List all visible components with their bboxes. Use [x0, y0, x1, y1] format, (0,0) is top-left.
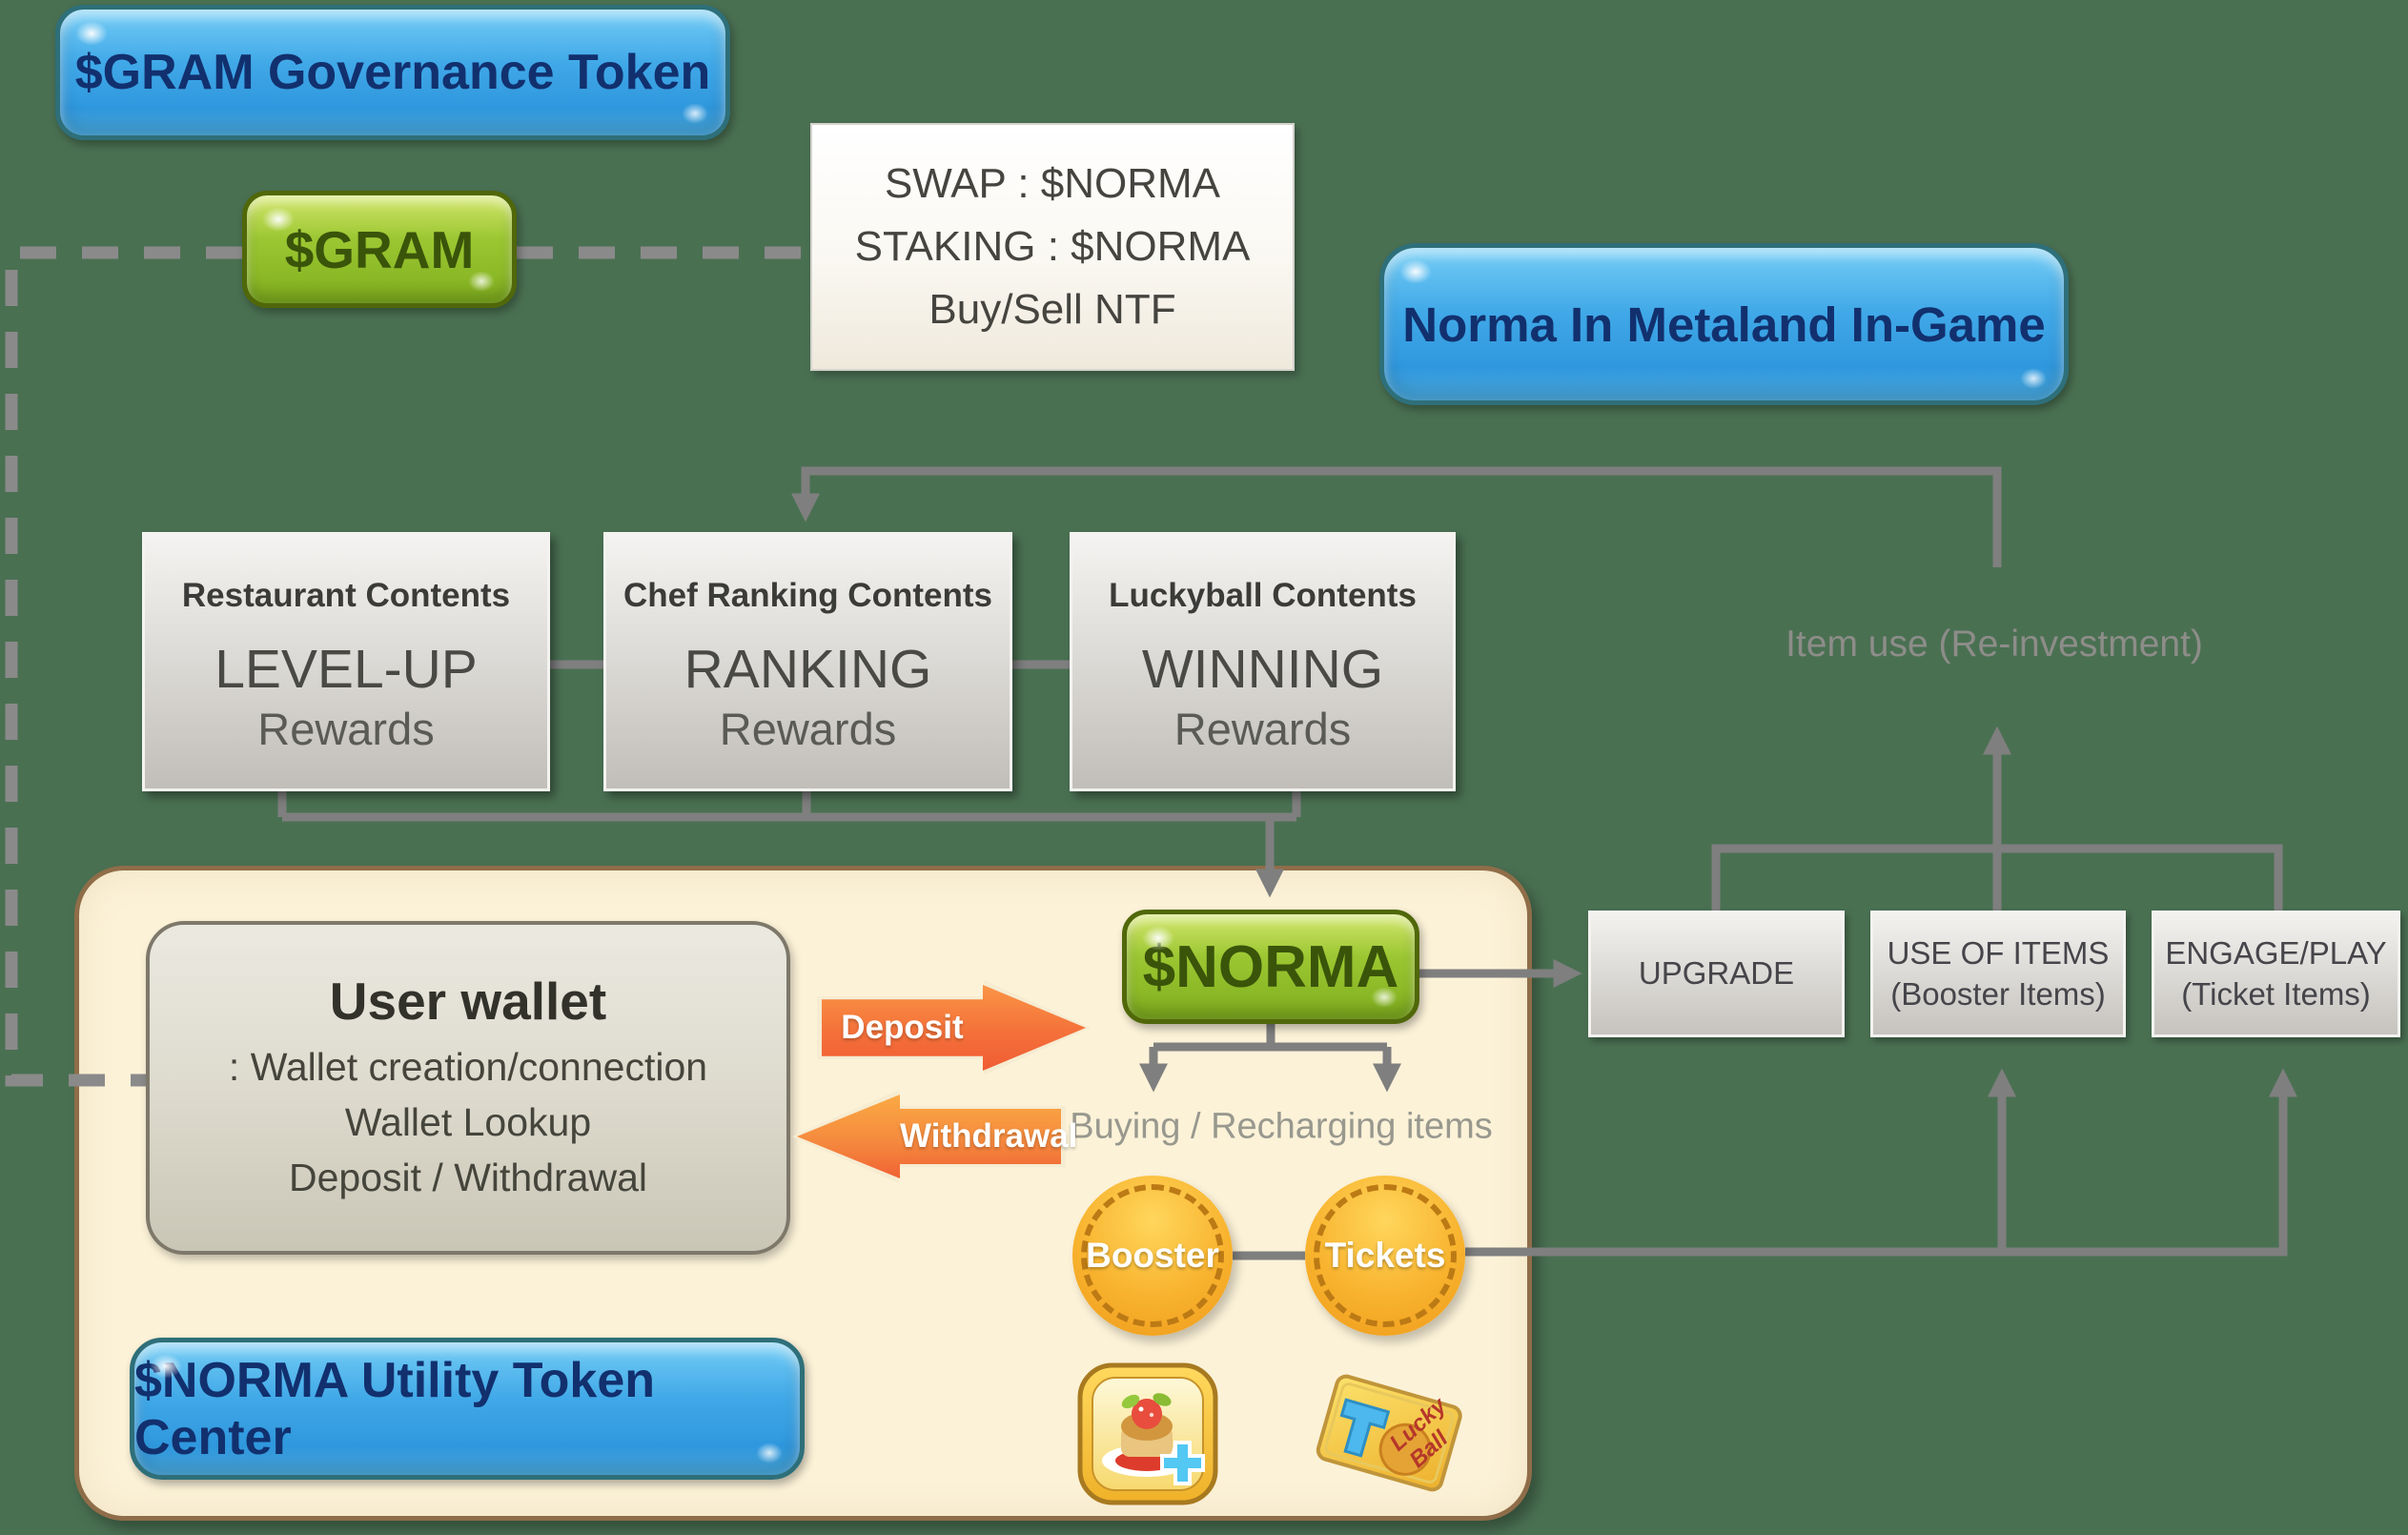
- buy-sell-line: Buy/Sell NTF: [929, 286, 1176, 333]
- norma-in-metaland-label: Norma In Metaland In-Game: [1402, 297, 2046, 352]
- deposit-arrow: Deposit: [817, 980, 1091, 1075]
- swap-line: SWAP : $NORMA: [884, 160, 1221, 207]
- chef-reward-type: RANKING: [684, 639, 932, 700]
- user-wallet-title: User wallet: [329, 971, 607, 1031]
- wallet-lookup-line: Wallet Lookup: [344, 1099, 592, 1144]
- withdrawal-label: Withdrawal: [900, 1117, 1078, 1155]
- gram-governance-token-label: $GRAM Governance Token: [74, 45, 711, 100]
- gram-token-label: $GRAM: [284, 219, 475, 279]
- tickets-item-circle: Tickets: [1305, 1176, 1465, 1336]
- upgrade-box: UPGRADE: [1588, 911, 1845, 1037]
- cake-app-icon: [1077, 1362, 1218, 1505]
- dashed-gram-wallet-link: [5, 246, 242, 1087]
- restaurant-game-app-icon: [1076, 1361, 1219, 1511]
- use-of-items-label: USE OF ITEMS: [1887, 935, 2110, 972]
- booster-items-label: (Booster Items): [1890, 975, 2106, 1012]
- gram-governance-token-button: $GRAM Governance Token: [55, 5, 730, 140]
- engage-play-box: ENGAGE/PLAY (Ticket Items): [2152, 911, 2400, 1037]
- norma-utility-center-label: $NORMA Utility Token Center: [134, 1352, 656, 1465]
- tickets-label: Tickets: [1324, 1236, 1446, 1275]
- norma-buying-bracket: [1153, 1024, 1387, 1052]
- restaurant-reward-type: LEVEL-UP: [214, 639, 478, 700]
- lucky-ticket-svg: Lucky Ball: [1316, 1374, 1462, 1492]
- reinvest-top-loop: [791, 466, 2002, 567]
- use-of-items-box: USE OF ITEMS (Booster Items): [1870, 911, 2126, 1037]
- chef-ranking-contents-box: Chef Ranking Contents RANKING Rewards: [603, 532, 1012, 791]
- wallet-creation-line: : Wallet creation/connection: [228, 1044, 708, 1089]
- luckyball-reward-label: Rewards: [1173, 704, 1352, 754]
- swap-staking-box: SWAP : $NORMA STAKING : $NORMA Buy/Sell …: [810, 123, 1295, 371]
- lucky-ball-ticket-icon: Lucky Ball: [1298, 1354, 1479, 1519]
- user-wallet-box: User wallet : Wallet creation/connection…: [146, 921, 790, 1255]
- luckyball-title: Luckyball Contents: [1109, 577, 1417, 614]
- gram-token-button: $GRAM: [242, 191, 517, 308]
- buying-recharging-label: Buying / Recharging items: [1070, 1106, 1493, 1147]
- luckyball-contents-box: Luckyball Contents WINNING Rewards: [1070, 532, 1456, 791]
- norma-token-button: $NORMA: [1122, 910, 1419, 1024]
- norma-utility-center-button: $NORMA Utility Token Center: [130, 1338, 805, 1480]
- ticket-items-label: (Ticket Items): [2181, 975, 2371, 1012]
- booster-label: Booster: [1086, 1236, 1219, 1275]
- norma-token-label: $NORMA: [1142, 933, 1399, 1000]
- upgrade-label: UPGRADE: [1638, 955, 1795, 992]
- luckyball-reward-type: WINNING: [1141, 639, 1384, 700]
- tickets-to-engage-arrow: [1465, 1068, 2297, 1257]
- deposit-label: Deposit: [841, 1009, 964, 1046]
- norma-in-metaland-button: Norma In Metaland In-Game: [1379, 243, 2069, 405]
- engage-play-label: ENGAGE/PLAY: [2165, 935, 2387, 972]
- withdrawal-arrow: Withdrawal: [792, 1090, 1078, 1183]
- chef-reward-label: Rewards: [719, 704, 897, 754]
- rewards-bottom-bracket: [277, 791, 1301, 822]
- booster-item-circle: Booster: [1072, 1176, 1233, 1336]
- restaurant-contents-box: Restaurant Contents LEVEL-UP Rewards: [142, 532, 550, 791]
- chef-ranking-title: Chef Ranking Contents: [623, 577, 992, 614]
- restaurant-reward-label: Rewards: [257, 704, 435, 754]
- staking-line: STAKING : $NORMA: [854, 223, 1251, 270]
- wallet-deposit-line: Deposit / Withdrawal: [289, 1156, 647, 1200]
- item-use-reinvestment-label: Item use (Re-investment): [1786, 624, 2203, 665]
- restaurant-contents-title: Restaurant Contents: [181, 577, 511, 614]
